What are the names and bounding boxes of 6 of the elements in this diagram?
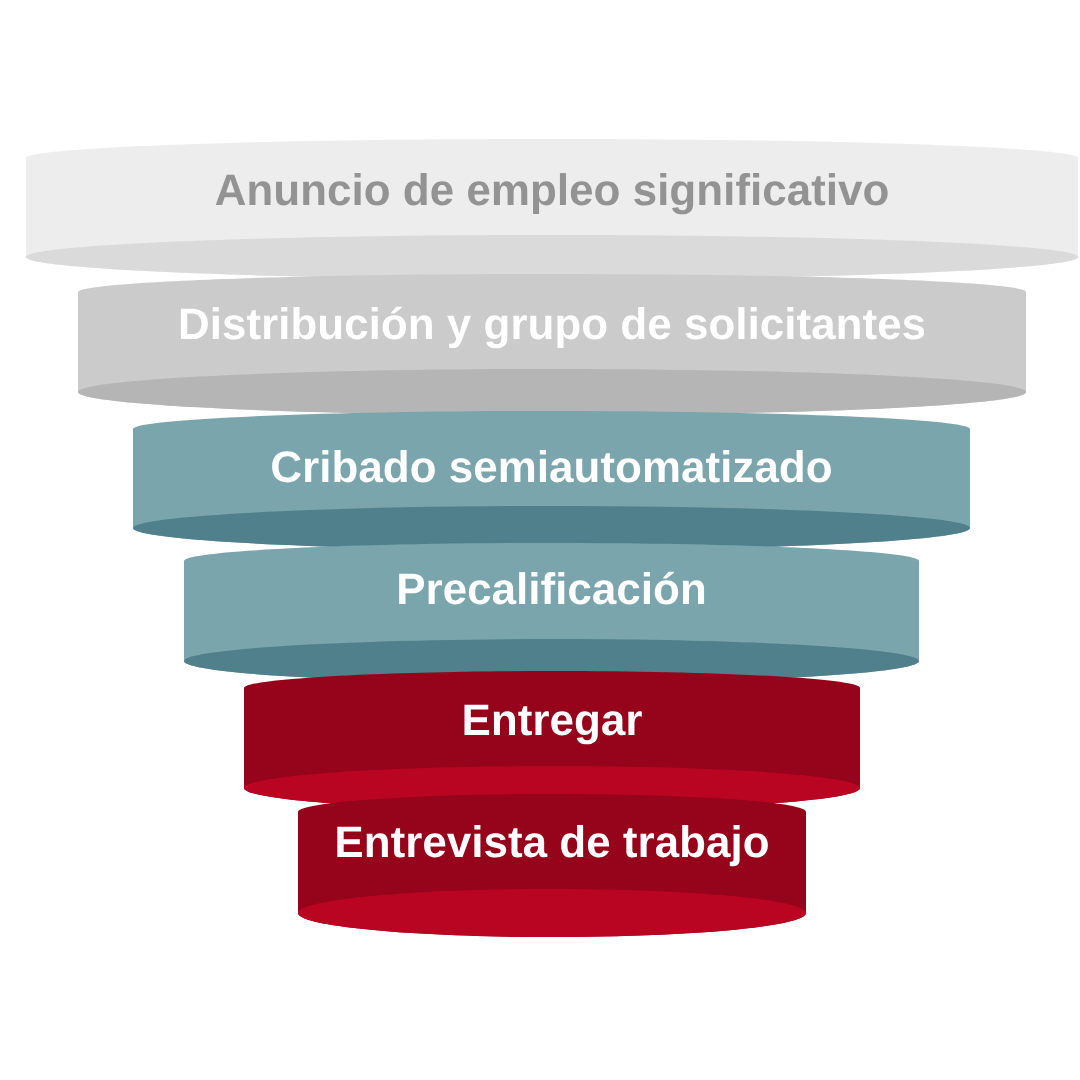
funnel-band: Cribado semiautomatizado — [133, 411, 970, 550]
funnel-band: Entrevista de trabajo — [298, 794, 806, 937]
node-label: Entregar — [464, 704, 642, 745]
funnel-band: Precalificación — [184, 543, 919, 683]
funnel-band: Entregar — [244, 671, 860, 810]
funnel-band: Anuncio de empleo significativo — [26, 139, 1078, 279]
